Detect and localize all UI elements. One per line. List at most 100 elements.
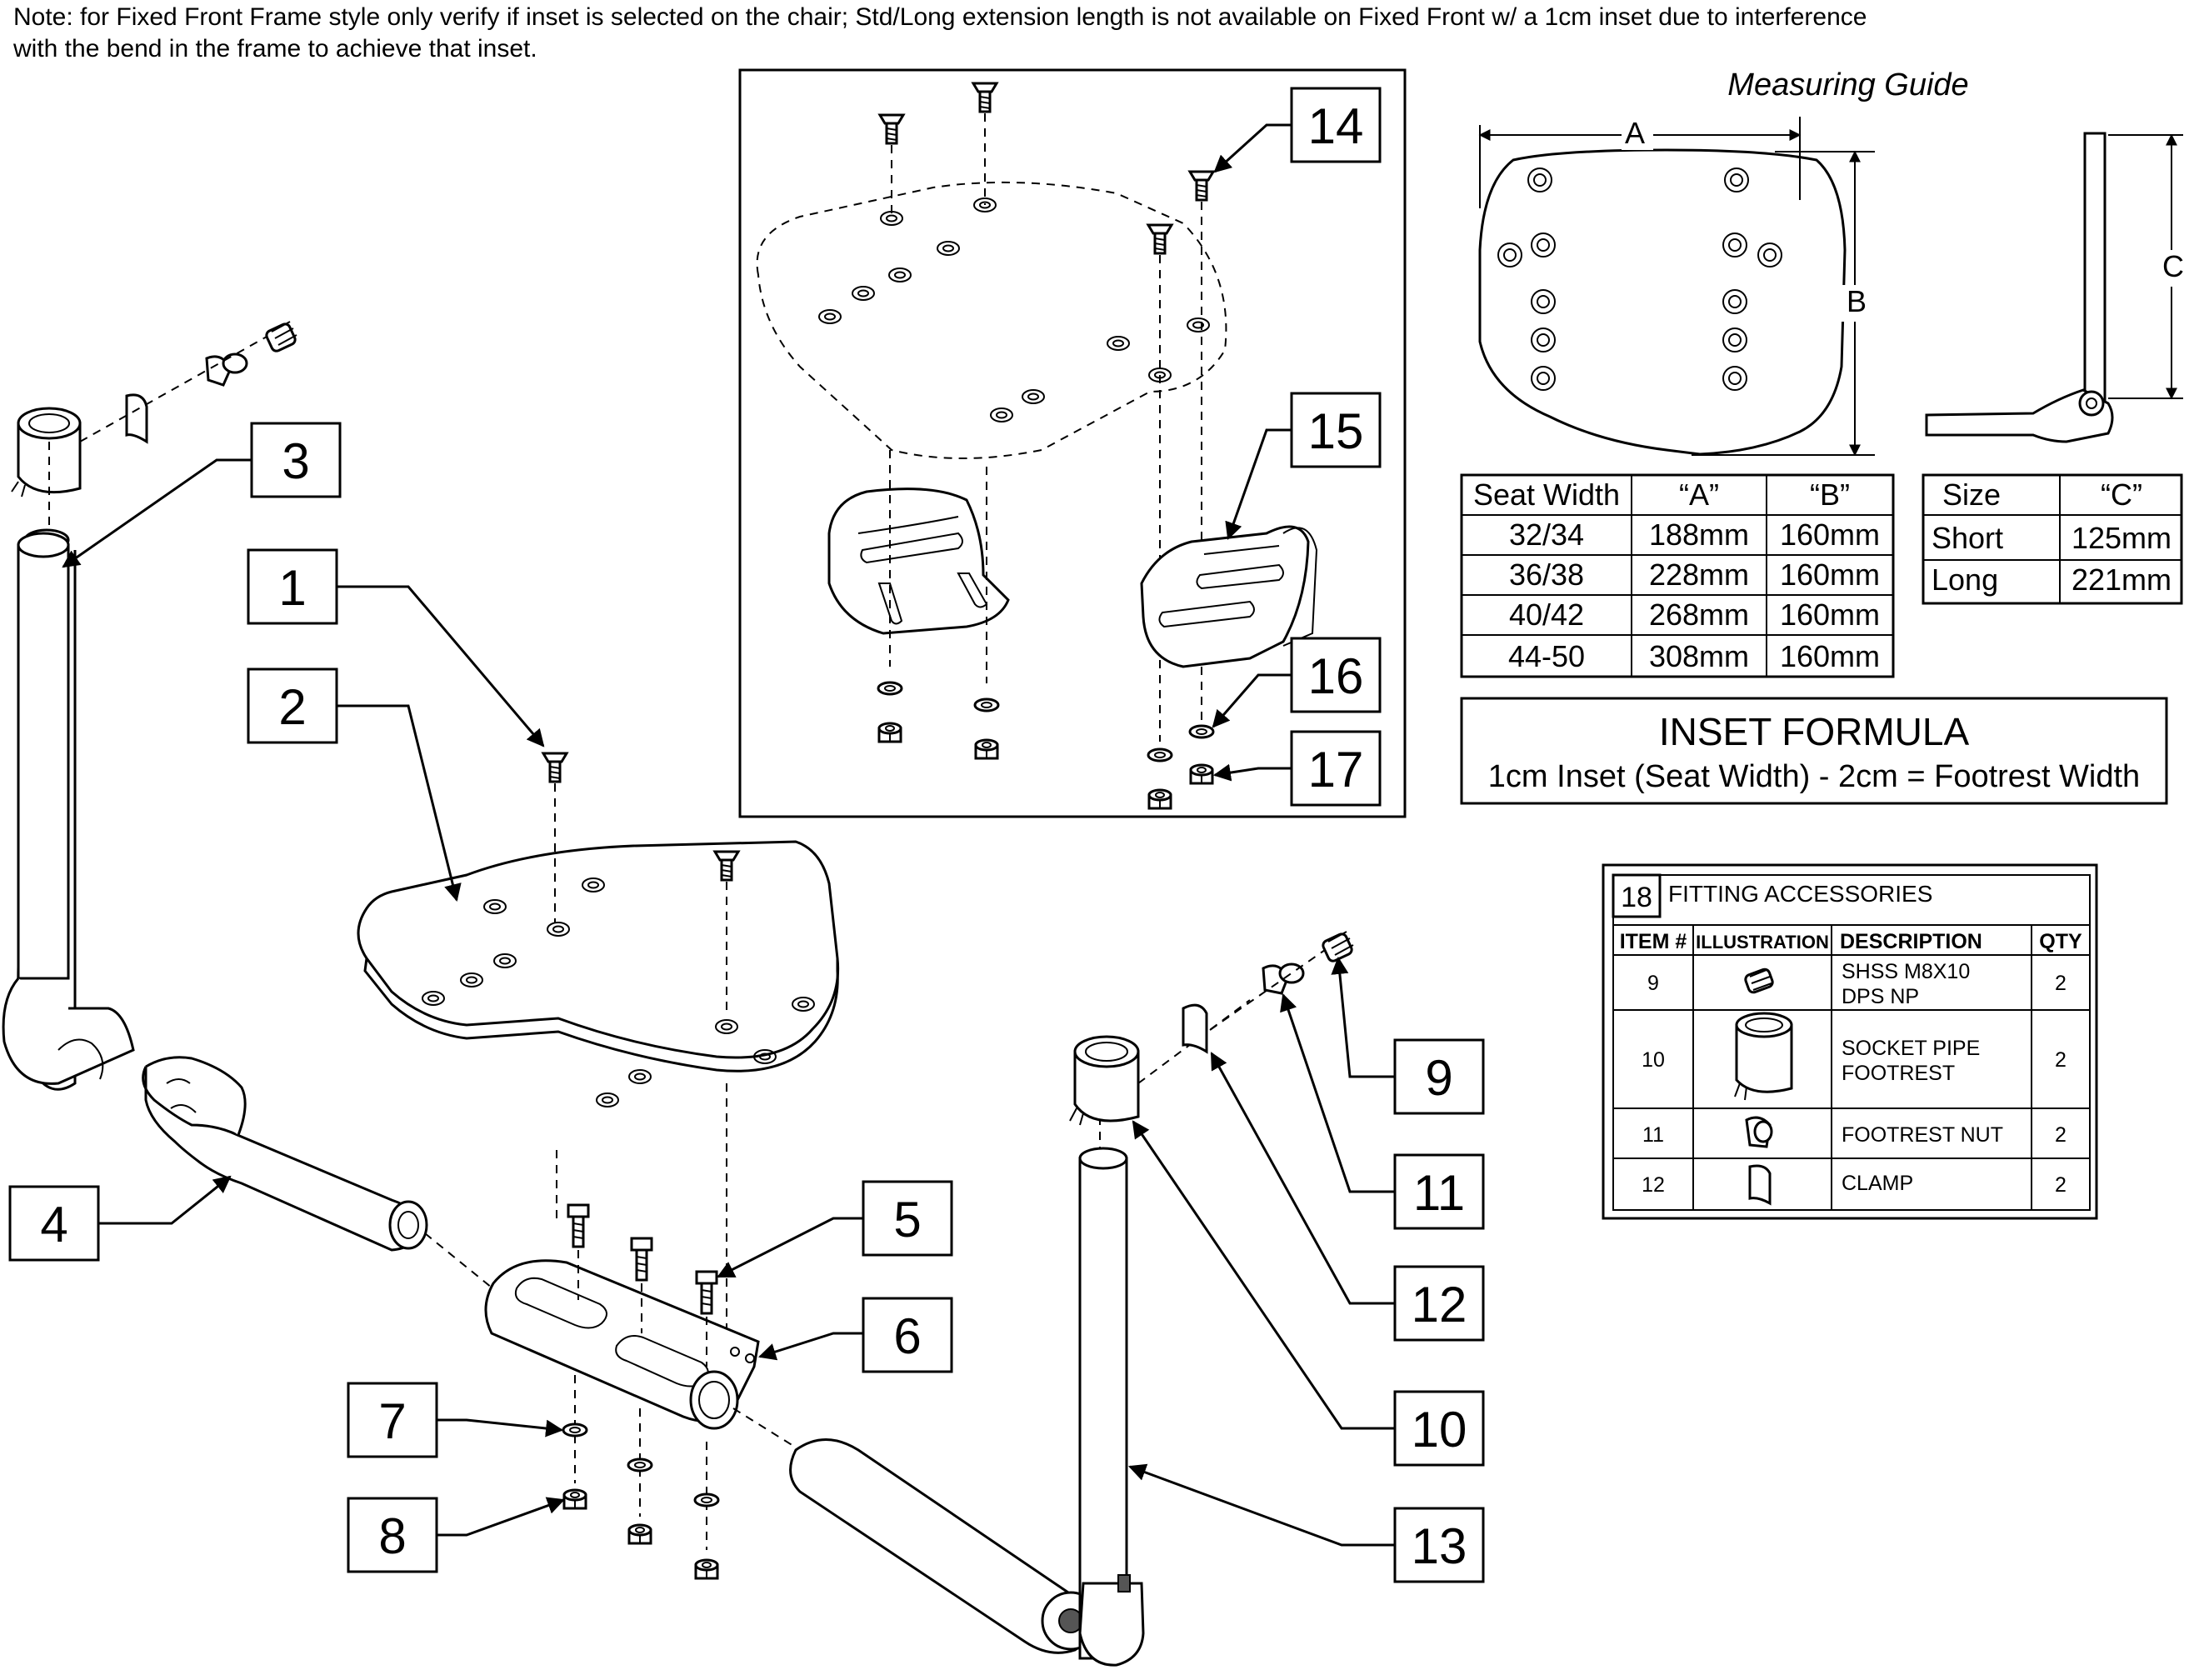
svg-text:44-50: 44-50 (1508, 639, 1585, 673)
svg-text:2: 2 (278, 679, 306, 735)
svg-text:C: C (2162, 249, 2184, 283)
callout-13: 13 (1128, 1463, 1485, 1583)
left-set-screw (265, 321, 297, 352)
left-footrest-nut (205, 352, 248, 387)
size-table: Size “C” Short 125mm Long 221mm (1922, 473, 2183, 605)
callout-16: 16 (1212, 637, 1382, 728)
footrest-nut-icon (1745, 1116, 1773, 1148)
svg-text:CLAMP: CLAMP (1842, 1172, 1913, 1195)
inset-formula-text: 1cm Inset (Seat Width) - 2cm = Footrest … (1488, 759, 2140, 794)
svg-text:8: 8 (378, 1508, 406, 1564)
measuring-guide-title: Measuring Guide (1727, 68, 1968, 102)
right-footrest-post (1078, 1117, 1145, 1667)
accessories-title: FITTING ACCESSORIES (1668, 881, 1932, 907)
svg-text:A: A (1625, 116, 1645, 150)
svg-text:308mm: 308mm (1649, 639, 1749, 673)
svg-text:7: 7 (378, 1393, 406, 1449)
callout-1: 1 (247, 548, 545, 748)
callout-9: 9 (1331, 956, 1485, 1115)
svg-text:9: 9 (1647, 972, 1659, 995)
svg-text:268mm: 268mm (1649, 598, 1749, 632)
svg-text:17: 17 (1308, 742, 1364, 798)
right-clamp (1182, 1003, 1208, 1054)
callout-15: 15 (1225, 392, 1382, 540)
svg-text:B: B (1847, 284, 1867, 318)
svg-text:36/38: 36/38 (1509, 558, 1584, 592)
measuring-post (1925, 132, 2114, 443)
callout-14: 14 (1213, 87, 1382, 173)
svg-text:10: 10 (1412, 1402, 1467, 1458)
svg-text:ITEM #: ITEM # (1620, 930, 1687, 953)
clamp-icon (1748, 1164, 1772, 1206)
svg-text:16: 16 (1308, 648, 1364, 704)
svg-text:160mm: 160mm (1780, 558, 1880, 592)
svg-text:12: 12 (1412, 1277, 1467, 1332)
svg-text:14: 14 (1308, 98, 1364, 154)
right-set-screw (1322, 931, 1354, 962)
seat-table-header-b: “B” (1810, 478, 1850, 512)
callout-4: 4 (8, 1175, 232, 1262)
callout-17: 17 (1212, 730, 1382, 807)
svg-text:ILLUSTRATION: ILLUSTRATION (1696, 932, 1829, 952)
seat-table-header-a: “A” (1679, 478, 1719, 512)
mounting-bracket (484, 1083, 760, 1430)
svg-text:188mm: 188mm (1649, 518, 1749, 552)
svg-text:125mm: 125mm (2072, 521, 2172, 555)
seat-table-header-seat-width: Seat Width (1473, 478, 1620, 512)
svg-text:Short: Short (1932, 521, 2003, 555)
svg-text:9: 9 (1425, 1050, 1452, 1106)
svg-text:228mm: 228mm (1649, 558, 1749, 592)
right-socket-pipe (1069, 1035, 1140, 1126)
svg-text:2: 2 (2055, 1123, 2067, 1147)
svg-text:SOCKET PIPE: SOCKET PIPE (1842, 1037, 1980, 1060)
callout-7: 7 (347, 1382, 564, 1458)
svg-text:FOOTREST NUT: FOOTREST NUT (1842, 1123, 2003, 1147)
svg-text:40/42: 40/42 (1509, 598, 1584, 632)
callout-5: 5 (717, 1180, 953, 1278)
inset-bracket-right (1140, 525, 1318, 668)
set-screw-icon (1744, 968, 1774, 994)
svg-text:Long: Long (1932, 562, 1998, 597)
svg-text:2: 2 (2055, 1048, 2067, 1072)
svg-text:10: 10 (1642, 1048, 1665, 1072)
callout-8: 8 (347, 1497, 565, 1573)
svg-text:5: 5 (893, 1192, 921, 1248)
right-hanger-tube (789, 1438, 1101, 1654)
svg-text:160mm: 160mm (1780, 518, 1880, 552)
callout-3: 3 (62, 422, 342, 568)
note-line-2: with the bend in the frame to achieve th… (12, 35, 537, 62)
svg-text:32/34: 32/34 (1509, 518, 1584, 552)
svg-text:FOOTREST: FOOTREST (1842, 1062, 1955, 1085)
left-footrest-post (2, 442, 135, 1091)
size-table-header-c: “C” (2101, 478, 2142, 512)
callout-10: 10 (1132, 1120, 1485, 1467)
note-line-1: Note: for Fixed Front Frame style only v… (13, 3, 1867, 31)
svg-text:160mm: 160mm (1780, 639, 1880, 673)
svg-text:DPS NP: DPS NP (1842, 985, 1919, 1008)
svg-text:11: 11 (1642, 1123, 1664, 1147)
inset-bracket-left (827, 488, 1010, 635)
accessories-number: 18 (1621, 882, 1652, 913)
footplate (357, 840, 840, 1108)
svg-text:SHSS M8X10: SHSS M8X10 (1842, 960, 1970, 983)
callout-11: 11 (1280, 993, 1485, 1230)
svg-text:4: 4 (40, 1197, 67, 1252)
callout-6: 6 (757, 1297, 953, 1373)
svg-text:13: 13 (1412, 1518, 1467, 1574)
callout-2: 2 (247, 668, 462, 902)
svg-text:2: 2 (2055, 1173, 2067, 1197)
svg-text:2: 2 (2055, 972, 2067, 995)
inset-formula-title: INSET FORMULA (1659, 710, 1970, 753)
svg-text:11: 11 (1413, 1165, 1465, 1221)
fitting-accessories-table: 18 FITTING ACCESSORIES ITEM # ILLUSTRATI… (1602, 863, 2098, 1220)
svg-text:15: 15 (1308, 403, 1364, 459)
left-clamp (125, 393, 148, 444)
measuring-footplate (1478, 148, 1847, 456)
left-hanger-tube (142, 1056, 428, 1252)
seat-width-table: Seat Width “A” “B” 32/34 188mm 160mm 36/… (1460, 473, 1895, 678)
left-socket-pipe (11, 407, 82, 498)
inset-footplate-phantom (756, 181, 1227, 459)
svg-text:DESCRIPTION: DESCRIPTION (1840, 930, 1982, 953)
svg-text:221mm: 221mm (2072, 562, 2172, 597)
